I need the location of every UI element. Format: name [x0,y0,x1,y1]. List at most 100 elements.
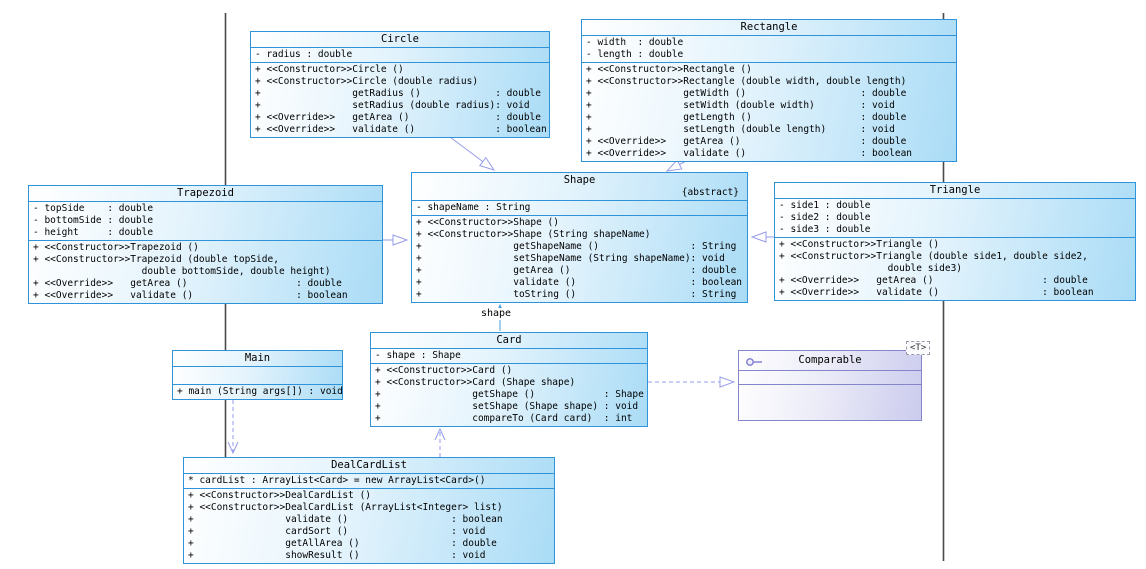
class-box-triangle[interactable]: Triangle - side1 : double- side2 : doubl… [774,182,1136,301]
method-row: + <<Constructor>>Rectangle () [586,64,752,75]
class-title: Shape [563,174,596,186]
method-row: + <<Constructor>>Circle () [255,64,404,75]
interface-title: Comparable [798,354,862,366]
attribute-row: - width : double [586,37,684,48]
method-row: double bottomSide, double height) [33,266,331,277]
method-row: + getLength () : double [586,112,907,123]
class-box-shape[interactable]: Shape {abstract} - shapeName : String + … [411,172,748,303]
attributes-compartment: - width : double- length : double [582,36,956,63]
class-title: Circle [381,33,419,45]
method-row: + <<Constructor>>Triangle (double side1,… [779,251,1088,262]
attribute-row: * cardList : ArrayList<Card> = new Array… [188,475,486,486]
class-header: Triangle [775,183,1135,199]
abstract-tag: {abstract} [681,187,739,198]
method-row: + <<Constructor>>Triangle () [779,239,940,250]
attribute-row: - shape : Shape [375,350,461,361]
class-header: Card [371,333,647,349]
method-row: + <<Constructor>>Shape () [416,217,559,228]
interface-lollipop-icon [745,357,763,371]
association-role-label: shape [470,308,522,320]
class-box-trapezoid[interactable]: Trapezoid - topSide : double- bottomSide… [28,185,383,304]
method-row: + <<Constructor>>Card (Shape shape) [375,377,576,388]
methods-compartment: + <<Constructor>>Rectangle ()+ <<Constru… [582,63,956,161]
method-row: + <<Constructor>>Trapezoid (double topSi… [33,254,279,265]
attribute-row: - topSide : double [33,203,154,214]
method-row: + <<Constructor>>Trapezoid () [33,242,199,253]
class-box-card[interactable]: Card - shape : Shape + <<Constructor>>Ca… [370,332,648,427]
methods-compartment: + <<Constructor>>Card ()+ <<Constructor>… [371,364,647,426]
method-row: + setWidth (double width) : void [586,100,895,111]
method-row: + getAllArea () : double [188,538,497,549]
method-row: + getWidth () : double [586,88,907,99]
methods-compartment: + main (String args[]) : void [173,385,343,399]
class-header: Main [173,351,342,367]
method-row: double side3) [779,263,963,274]
methods-compartment [739,385,921,420]
method-row: + getShape () : Shape [375,389,644,400]
method-row: + validate () : boolean [188,514,503,525]
method-row: + setShape (Shape shape) : void [375,401,639,412]
method-row: + <<Constructor>>Shape (String shapeName… [416,229,651,240]
attribute-row: - radius : double [255,49,353,60]
methods-compartment: + <<Constructor>>Trapezoid ()+ <<Constru… [29,241,382,303]
generalization-circle-to-shape[interactable] [449,136,494,170]
method-row: + <<Override>> getArea () : double [779,275,1088,286]
methods-compartment: + <<Constructor>>Shape ()+ <<Constructor… [412,216,747,302]
attribute-row: - side2 : double [779,212,871,223]
attributes-compartment [173,367,342,385]
method-row: + <<Override>> getArea () : double [255,112,541,123]
methods-compartment: + <<Constructor>>Triangle ()+ <<Construc… [775,238,1135,300]
method-row: + <<Override>> validate () : boolean [255,124,547,135]
class-header: Trapezoid [29,186,382,202]
method-row: + main (String args[]) : void [177,386,343,397]
method-row: + <<Constructor>>DealCardList () [188,490,372,501]
template-parameter-box: <T> [906,341,931,355]
method-row: + cardSort () : void [188,526,486,537]
class-box-main[interactable]: Main + main (String args[]) : void [172,350,343,400]
method-row: + <<Override>> validate () : boolean [33,290,348,301]
method-row: + setShapeName (String shapeName): void [416,253,725,264]
method-row: + <<Constructor>>Rectangle (double width… [586,76,907,87]
method-row: + <<Override>> validate () : boolean [586,148,913,159]
class-title: Triangle [929,184,981,196]
method-row: + <<Constructor>>Card () [375,365,513,376]
attributes-compartment: - shape : Shape [371,349,647,364]
attributes-compartment: * cardList : ArrayList<Card> = new Array… [184,474,554,489]
method-row: + <<Override>> validate () : boolean [779,287,1094,298]
interface-box-comparable[interactable]: Comparable [738,350,922,421]
interface-header: Comparable [739,351,921,371]
class-box-circle[interactable]: Circle - radius : double + <<Constructor… [250,31,550,138]
class-header: DealCardList [184,458,554,474]
class-box-dealcardlist[interactable]: DealCardList * cardList : ArrayList<Card… [183,457,555,564]
class-title: Card [496,334,522,346]
method-row: + toString () : String [416,289,737,300]
class-header: Rectangle [582,20,956,36]
class-title: Trapezoid [177,187,234,199]
class-box-rectangle[interactable]: Rectangle - width : double- length : dou… [581,19,957,162]
method-row: + <<Override>> getArea () : double [33,278,342,289]
attributes-compartment [739,371,921,385]
attributes-compartment: - shapeName : String [412,201,747,216]
method-row: + compareTo (Card card) : int [375,413,633,424]
method-row: + <<Override>> getArea () : double [586,136,907,147]
attribute-row: - length : double [586,49,684,60]
method-row: + showResult () : void [188,550,486,561]
method-row: + validate () : boolean [416,277,743,288]
method-row: + setLength (double length) : void [586,124,895,135]
class-title: Main [244,352,271,364]
attributes-compartment: - side1 : double- side2 : double- side3 … [775,199,1135,238]
methods-compartment: + <<Constructor>>DealCardList ()+ <<Cons… [184,489,554,563]
attribute-row: - shapeName : String [416,202,531,213]
attribute-row: - side1 : double [779,200,871,211]
class-title: Rectangle [740,21,798,33]
method-row: + getRadius () : double [255,88,541,99]
class-title: DealCardList [331,459,407,471]
class-header: Circle [251,32,549,48]
attributes-compartment: - radius : double [251,48,549,63]
method-row: + <<Constructor>>Circle (double radius) [255,76,479,87]
attribute-row: - bottomSide : double [33,215,154,226]
attribute-row: - height : double [33,227,154,238]
method-row: + getShapeName () : String [416,241,737,252]
method-row: + <<Constructor>>DealCardList (ArrayList… [188,502,503,513]
